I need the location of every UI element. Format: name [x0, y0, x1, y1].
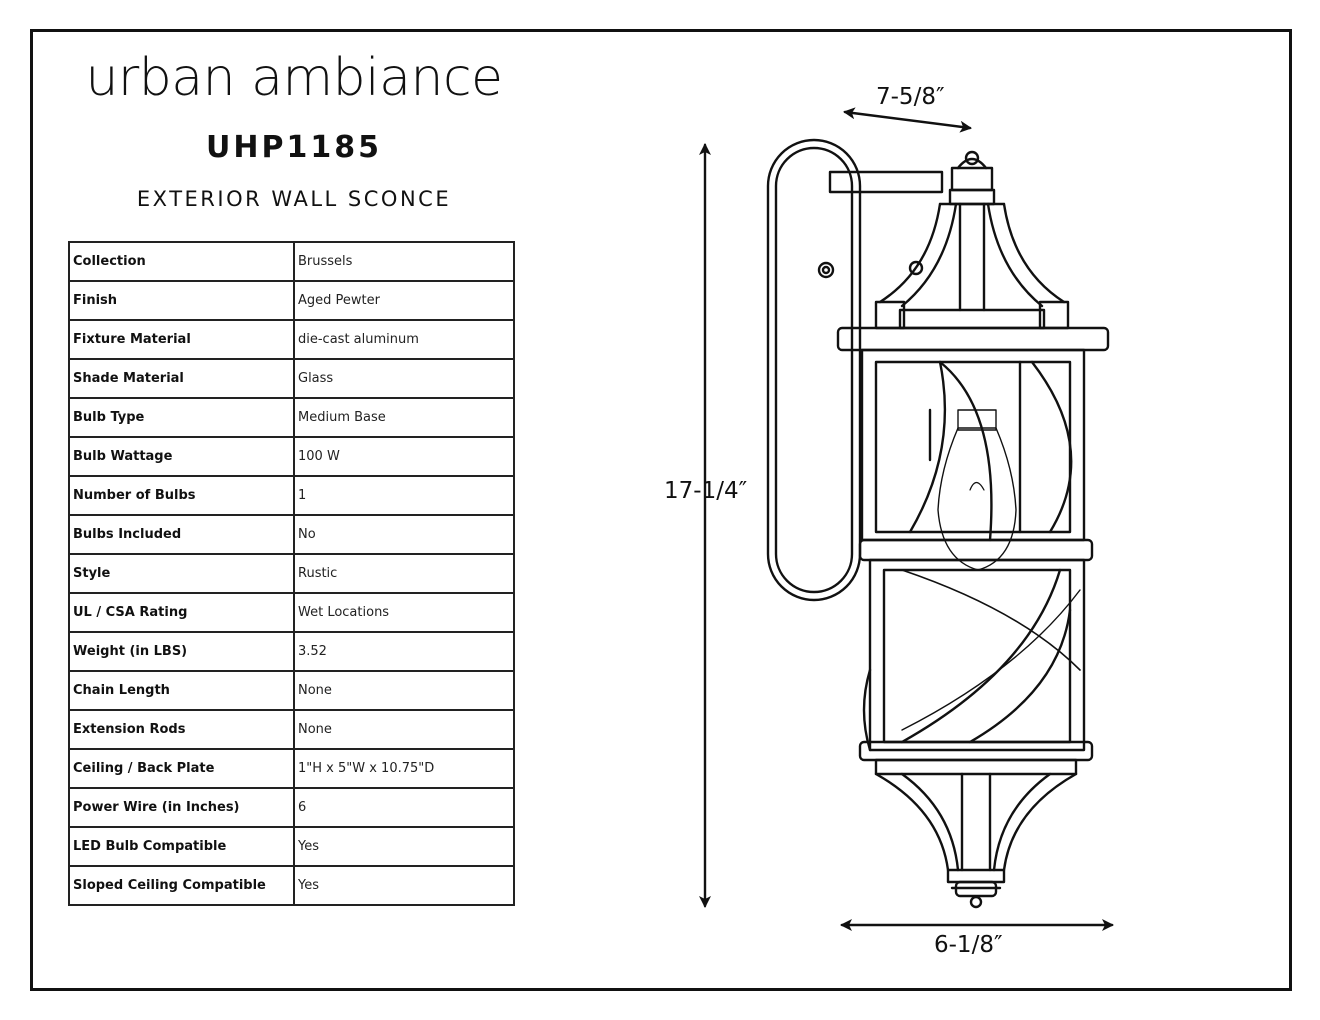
depth-arrow: [843, 107, 972, 133]
top-ring: [836, 326, 1110, 352]
spec-label: Bulb Wattage: [68, 436, 295, 477]
spec-value: Aged Pewter: [293, 280, 515, 321]
table-row: Weight (in LBS)3.52: [68, 631, 515, 672]
table-row: Power Wire (in Inches)6: [68, 787, 515, 828]
page-border: [30, 29, 1292, 991]
upper-cage: [860, 348, 1086, 542]
mounting-arm: [828, 170, 944, 194]
spec-label: Bulb Type: [68, 397, 295, 438]
spec-value: Yes: [293, 826, 515, 867]
spec-label: Extension Rods: [68, 709, 295, 750]
spec-label: LED Bulb Compatible: [68, 826, 295, 867]
spec-value: Glass: [293, 358, 515, 399]
spec-value: 1: [293, 475, 515, 516]
spec-value: Rustic: [293, 553, 515, 594]
spec-value: None: [293, 709, 515, 750]
spec-label: UL / CSA Rating: [68, 592, 295, 633]
sconce-line-drawing: [699, 107, 1114, 931]
model-number: UHP1185: [206, 130, 382, 165]
spec-value: None: [293, 670, 515, 711]
spec-value: Wet Locations: [293, 592, 515, 633]
spec-value: 1"H x 5"W x 10.75"D: [293, 748, 515, 789]
spec-value: die-cast aluminum: [293, 319, 515, 360]
spec-value: No: [293, 514, 515, 555]
brand-logo: urban ambiance: [85, 48, 503, 108]
spec-label: Number of Bulbs: [68, 475, 295, 516]
spec-label: Shade Material: [68, 358, 295, 399]
spec-label: Finish: [68, 280, 295, 321]
spec-value: 3.52: [293, 631, 515, 672]
spec-label: Weight (in LBS): [68, 631, 295, 672]
spec-label: Collection: [68, 241, 295, 282]
spec-label: Ceiling / Back Plate: [68, 748, 295, 789]
spec-label: Style: [68, 553, 295, 594]
spec-value: Medium Base: [293, 397, 515, 438]
spec-value: Yes: [293, 865, 515, 906]
spec-label: Bulbs Included: [68, 514, 295, 555]
lower-cage: [868, 558, 1086, 752]
middle-ring: [858, 538, 1094, 562]
product-type: EXTERIOR WALL SCONCE: [136, 187, 452, 211]
spec-label: Chain Length: [68, 670, 295, 711]
spec-value: 100 W: [293, 436, 515, 477]
spec-value: Brussels: [293, 241, 515, 282]
width-dimension-label: 6-1/8″: [934, 932, 1003, 958]
spec-label: Sloped Ceiling Compatible: [68, 865, 295, 906]
depth-dimension-label: 7-5/8″: [876, 84, 945, 110]
spec-label: Power Wire (in Inches): [68, 787, 295, 828]
backplate-outline: [766, 138, 862, 602]
spec-label: Fixture Material: [68, 319, 295, 360]
spec-value: 6: [293, 787, 515, 828]
